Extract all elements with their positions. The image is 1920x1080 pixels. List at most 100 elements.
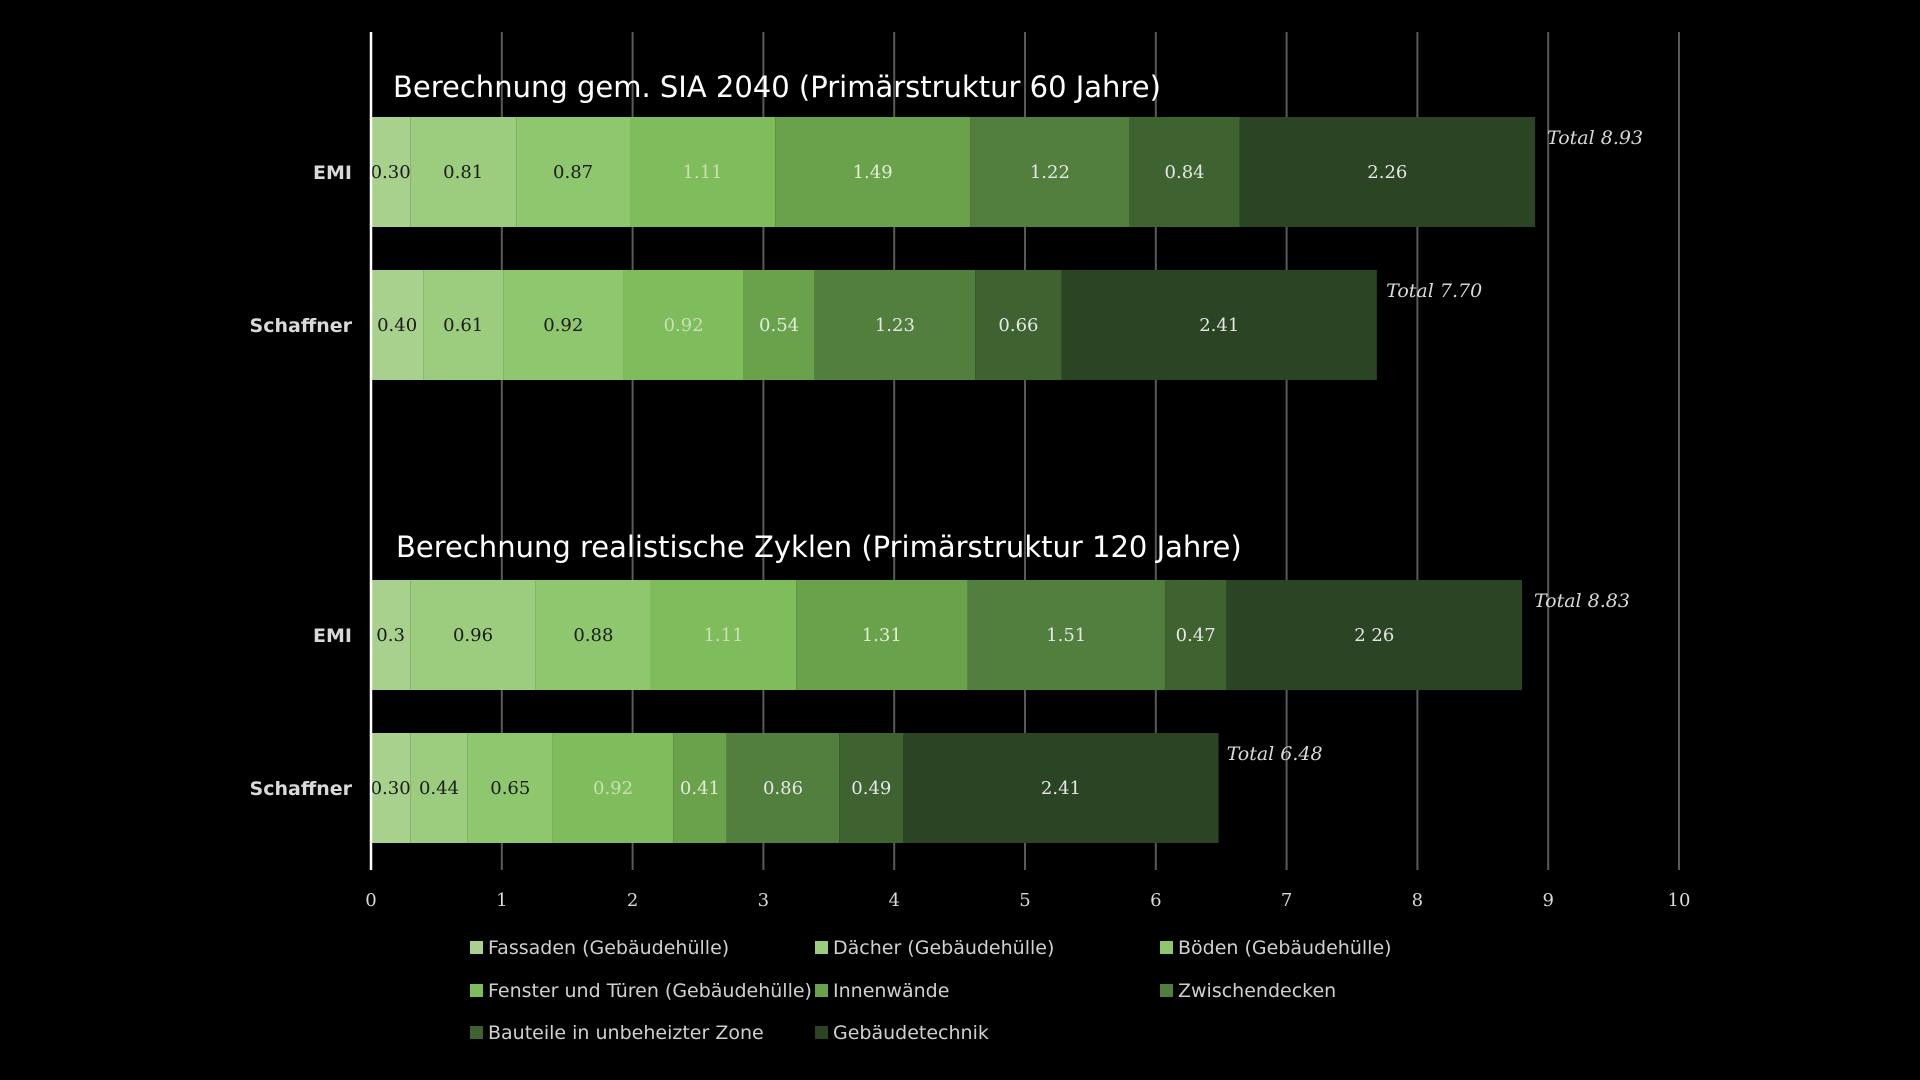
legend-swatch [470, 941, 483, 954]
bar-segment [1164, 580, 1227, 690]
tick-label: 0 [365, 890, 376, 911]
bar-segment [903, 733, 1219, 843]
category-label: Schaffner [250, 778, 353, 800]
bar-segment [1129, 117, 1240, 227]
bar-segment [650, 580, 797, 690]
legend-swatch [1160, 941, 1173, 954]
data-label: 0.86 [763, 778, 803, 799]
bar-segment [814, 270, 976, 380]
bar-segment [1239, 117, 1536, 227]
data-label: 0.88 [573, 625, 613, 646]
data-label: 2 26 [1354, 625, 1394, 646]
data-label: 1.11 [703, 625, 743, 646]
data-label: 0.65 [490, 778, 530, 799]
tick-label: 5 [1019, 890, 1030, 911]
data-label: 0.66 [998, 315, 1038, 336]
data-label: 0.49 [851, 778, 891, 799]
data-label: 0.40 [377, 315, 417, 336]
bar-segment [839, 733, 904, 843]
legend-item: Zwischendecken [1160, 980, 1336, 1002]
bar-segment [673, 733, 727, 843]
bar-segment [371, 270, 424, 380]
bar-segment [975, 270, 1062, 380]
data-label: 0.54 [759, 315, 799, 336]
tick-label: 9 [1542, 890, 1553, 911]
legend-swatch [470, 1026, 483, 1039]
data-label: 0.47 [1176, 625, 1216, 646]
legend-item: Dächer (Gebäudehülle) [815, 937, 1054, 959]
bar-segment [1226, 580, 1523, 690]
tick-label: 3 [758, 890, 769, 911]
bar-segment [371, 580, 411, 690]
data-label: 1.49 [853, 162, 893, 183]
data-label: 0.84 [1165, 162, 1205, 183]
legend-label: Fenster und Türen (Gebäudehülle) [488, 980, 812, 1002]
group-title-2: Berechnung realistische Zyklen (Primärst… [396, 530, 1242, 564]
legend: Fassaden (Gebäudehülle) Dächer (Gebäudehü… [470, 937, 1392, 1044]
legend-item: Bauteile in unbeheizter Zone [470, 1022, 764, 1044]
tick-label: 2 [627, 890, 638, 911]
legend-swatch [470, 984, 483, 997]
tick-label: 10 [1668, 890, 1691, 911]
legend-item: Fenster und Türen (Gebäudehülle) [470, 980, 812, 1002]
data-label: 0.96 [453, 625, 493, 646]
data-label: 0.41 [680, 778, 720, 799]
legend-item: Fassaden (Gebäudehülle) [470, 937, 729, 959]
bar-segment [371, 733, 411, 843]
data-label: 0.30 [371, 778, 411, 799]
data-label: 0.87 [553, 162, 593, 183]
bar-segment [775, 117, 971, 227]
bar-segment [410, 733, 468, 843]
bar-segment [423, 270, 504, 380]
total-label: Total 8.93 [1547, 127, 1643, 149]
legend-item: Innenwände [815, 980, 949, 1002]
category-label: EMI [313, 162, 352, 184]
data-label: 2.41 [1041, 778, 1081, 799]
legend-item: Gebäudetechnik [815, 1022, 989, 1044]
total-label: Total 6.48 [1227, 743, 1323, 765]
data-label: 0.30 [371, 162, 411, 183]
bar-segment [516, 117, 630, 227]
data-label: 1.51 [1046, 625, 1086, 646]
data-label: 1.23 [875, 315, 915, 336]
data-label: 2.26 [1367, 162, 1407, 183]
group-title-1: Berechnung gem. SIA 2040 (Primärstruktur… [393, 70, 1161, 104]
group-titles: Berechnung gem. SIA 2040 (Primärstruktur… [393, 70, 1242, 564]
data-label: 2.41 [1199, 315, 1239, 336]
legend-swatch [815, 941, 828, 954]
total-label: Total 8.83 [1534, 590, 1630, 612]
legend-label: Dächer (Gebäudehülle) [833, 937, 1054, 959]
data-label: 0.92 [593, 778, 633, 799]
legend-label: Innenwände [833, 980, 949, 1002]
legend-item: Böden (Gebäudehülle) [1160, 937, 1392, 959]
total-label: Total 7.70 [1386, 280, 1482, 302]
category-label: Schaffner [250, 315, 353, 337]
bar-segment [726, 733, 840, 843]
tick-label: 6 [1150, 890, 1161, 911]
bar-segment [371, 117, 411, 227]
tick-label: 7 [1281, 890, 1292, 911]
legend-swatch [815, 984, 828, 997]
bar-segment [623, 270, 744, 380]
data-label: 0.3 [376, 625, 405, 646]
bar-segment [467, 733, 553, 843]
bar-segment [410, 117, 517, 227]
bar-segment [410, 580, 536, 690]
bar-segment [629, 117, 776, 227]
tick-label: 4 [888, 890, 899, 911]
data-label: 0.61 [443, 315, 483, 336]
tick-label: 8 [1412, 890, 1423, 911]
bar-segment [796, 580, 968, 690]
legend-label: Gebäudetechnik [833, 1022, 989, 1044]
data-label: 1.22 [1030, 162, 1070, 183]
legend-swatch [815, 1026, 828, 1039]
bar-segment [535, 580, 651, 690]
legend-swatch [1160, 984, 1173, 997]
bar-segment [503, 270, 624, 380]
